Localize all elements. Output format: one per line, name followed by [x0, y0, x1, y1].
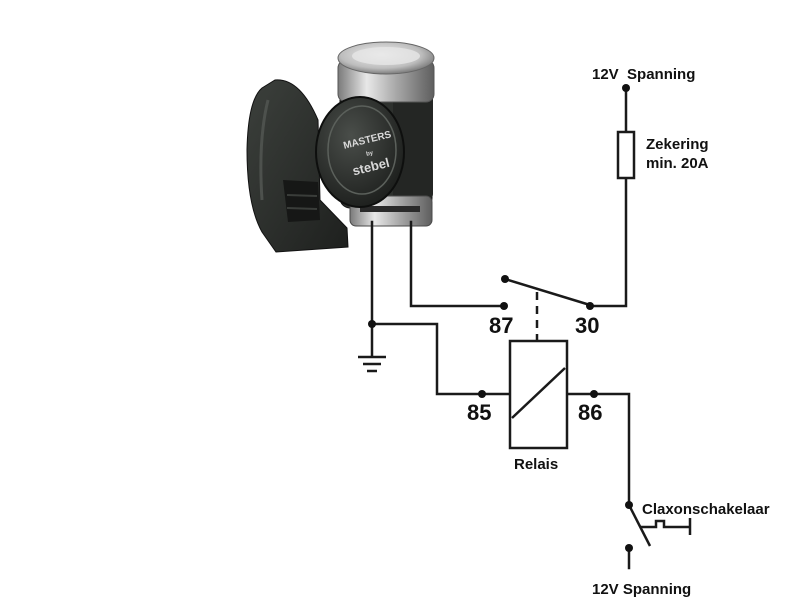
- wire-fuse-30: [588, 176, 628, 308]
- dot-blade-pivot: [501, 275, 509, 283]
- ground-symbol: [358, 355, 386, 373]
- dot-87: [500, 302, 508, 310]
- relay-coil-box: [508, 339, 569, 450]
- label-fuse-line1: Zekering: [646, 136, 709, 153]
- dot-supply-top: [622, 84, 630, 92]
- label-pin-85: 85: [467, 400, 491, 425]
- wire-horn-87: [409, 220, 506, 308]
- dot-switch-top: [625, 501, 633, 509]
- label-supply-top: 12V Spanning: [592, 66, 695, 83]
- horn-image: MASTERS by stebel: [246, 41, 435, 253]
- label-switch: Claxonschakelaar: [642, 501, 770, 518]
- label-relay: Relais: [514, 456, 558, 473]
- dot-30: [586, 302, 594, 310]
- wires: [370, 86, 631, 570]
- horn-bell: [246, 79, 349, 253]
- label-fuse-line2: min. 20A: [646, 155, 709, 172]
- label-pin-87: 87: [489, 313, 513, 338]
- dot-86: [590, 390, 598, 398]
- dot-85: [478, 390, 486, 398]
- wire-ground-85: [370, 322, 484, 396]
- motor-disc: [315, 96, 405, 208]
- horn-logo-by: by: [366, 150, 375, 158]
- dot-switch-bottom: [625, 544, 633, 552]
- label-supply-bottom: 12V Spanning: [592, 581, 691, 598]
- relay-coil-diagonal: [511, 367, 566, 419]
- label-pin-86: 86: [578, 400, 602, 425]
- horn-switch-symbol: [627, 504, 692, 547]
- relay-contact-blade: [504, 277, 591, 307]
- label-pin-30: 30: [575, 313, 599, 338]
- wire-86-switch: [592, 392, 631, 506]
- fuse-symbol: [616, 130, 636, 180]
- dot-ground-junction: [368, 320, 376, 328]
- terminal-dots: [368, 84, 633, 552]
